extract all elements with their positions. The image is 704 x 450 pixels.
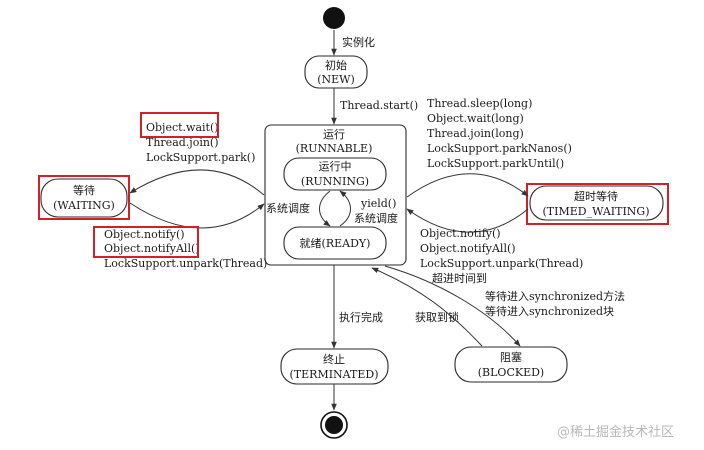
state-new-cn: 初始 xyxy=(325,58,347,72)
instantiate-label: 实例化 xyxy=(342,35,375,49)
state-waiting: 等待 (WAITING) xyxy=(40,178,128,218)
state-waiting-en: (WAITING) xyxy=(53,199,115,212)
scheduler-arrow-down xyxy=(319,190,331,227)
scheduler-arrow-up xyxy=(339,190,351,227)
state-ready-label: 就绪(READY) xyxy=(300,236,371,250)
to-timed-label-3: Thread.join(long) xyxy=(427,127,524,140)
state-blocked-en: (BLOCKED) xyxy=(478,366,544,379)
state-ready: 就绪(READY) xyxy=(283,226,387,260)
state-runnable-cn: 运行 xyxy=(323,128,345,141)
state-timed-waiting-en: (TIMED_WAITING) xyxy=(542,205,649,218)
state-runnable-en: (RUNNABLE) xyxy=(296,142,373,155)
state-blocked-cn: 阻塞 xyxy=(500,350,522,364)
from-timed-label-3: LockSupport.unpark(Thread) xyxy=(420,257,583,270)
acquire-lock-label: 获取到锁 xyxy=(415,310,459,324)
to-timed-label-5: LockSupport.parkUntil() xyxy=(427,157,564,170)
to-waiting-label-1: Object.wait() xyxy=(146,121,219,134)
scheduler-left-label: 系统调度 xyxy=(266,201,310,215)
timeout-label: 超进时间到 xyxy=(432,271,487,285)
scheduler-right-label: 系统调度 xyxy=(354,211,398,225)
to-blocked-arrow xyxy=(384,265,521,347)
to-waiting-label-2: Thread.join() xyxy=(146,136,219,149)
timed-waiting-highlight xyxy=(526,183,669,225)
from-timed-label-2: Object.notifyAll() xyxy=(420,242,516,255)
state-waiting-cn: 等待 xyxy=(73,183,95,197)
acquire-lock-arrow xyxy=(371,267,483,347)
yield-label: yield() xyxy=(360,197,396,210)
state-terminated-cn: 终止 xyxy=(323,352,345,366)
state-running-en: (RUNNING) xyxy=(301,175,369,188)
state-blocked: 阻塞 (BLOCKED) xyxy=(454,346,568,383)
state-terminated: 终止 (TERMINATED) xyxy=(280,348,389,385)
state-running-cn: 运行中 xyxy=(319,160,352,173)
from-waiting-arrow xyxy=(129,202,265,229)
object-wait-highlight xyxy=(140,112,219,138)
from-timed-label-1: Object.notify() xyxy=(420,227,501,240)
end-node xyxy=(320,411,348,439)
state-new-en: (NEW) xyxy=(317,73,355,86)
to-blocked-label-2: 等待进入synchronized块 xyxy=(485,304,614,318)
state-timed-waiting: 超时等待 (TIMED_WAITING) xyxy=(529,185,664,221)
from-waiting-label-2: Object.notifyAll() xyxy=(104,242,200,255)
to-timed-label-1: Thread.sleep(long) xyxy=(427,97,532,110)
waiting-highlight xyxy=(38,175,130,220)
to-waiting-arrow xyxy=(129,169,265,196)
thread-start-label: Thread.start() xyxy=(340,99,418,112)
to-blocked-label-1: 等待进入synchronized方法 xyxy=(485,289,625,303)
state-timed-waiting-cn: 超时等待 xyxy=(574,189,618,203)
watermark: @稀土掘金技术社区 xyxy=(557,424,674,440)
to-timed-waiting-arrow xyxy=(406,173,529,198)
state-terminated-en: (TERMINATED) xyxy=(290,368,379,381)
to-timed-label-4: LockSupport.parkNanos() xyxy=(427,142,572,155)
start-node xyxy=(323,7,345,29)
to-waiting-label-3: LockSupport.park() xyxy=(146,151,255,164)
to-timed-label-2: Object.wait(long) xyxy=(427,112,524,125)
state-new: 初始 (NEW) xyxy=(304,55,368,89)
finish-label: 执行完成 xyxy=(339,310,383,324)
from-timed-waiting-arrow xyxy=(406,208,529,233)
from-waiting-label-3: LockSupport.unpark(Thread) xyxy=(104,257,267,270)
notify-highlight xyxy=(93,226,199,258)
state-running: 运行中 (RUNNING) xyxy=(283,157,387,191)
from-waiting-label-1: Object.notify() xyxy=(104,228,185,241)
